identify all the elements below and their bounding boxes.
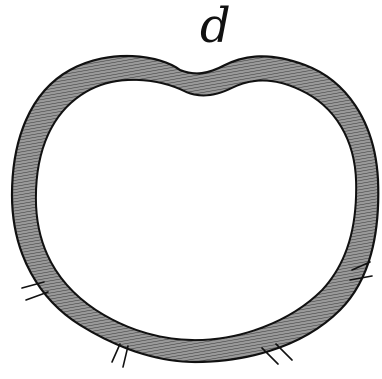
inner-outline (36, 80, 356, 340)
figure-label: d (200, 2, 231, 50)
